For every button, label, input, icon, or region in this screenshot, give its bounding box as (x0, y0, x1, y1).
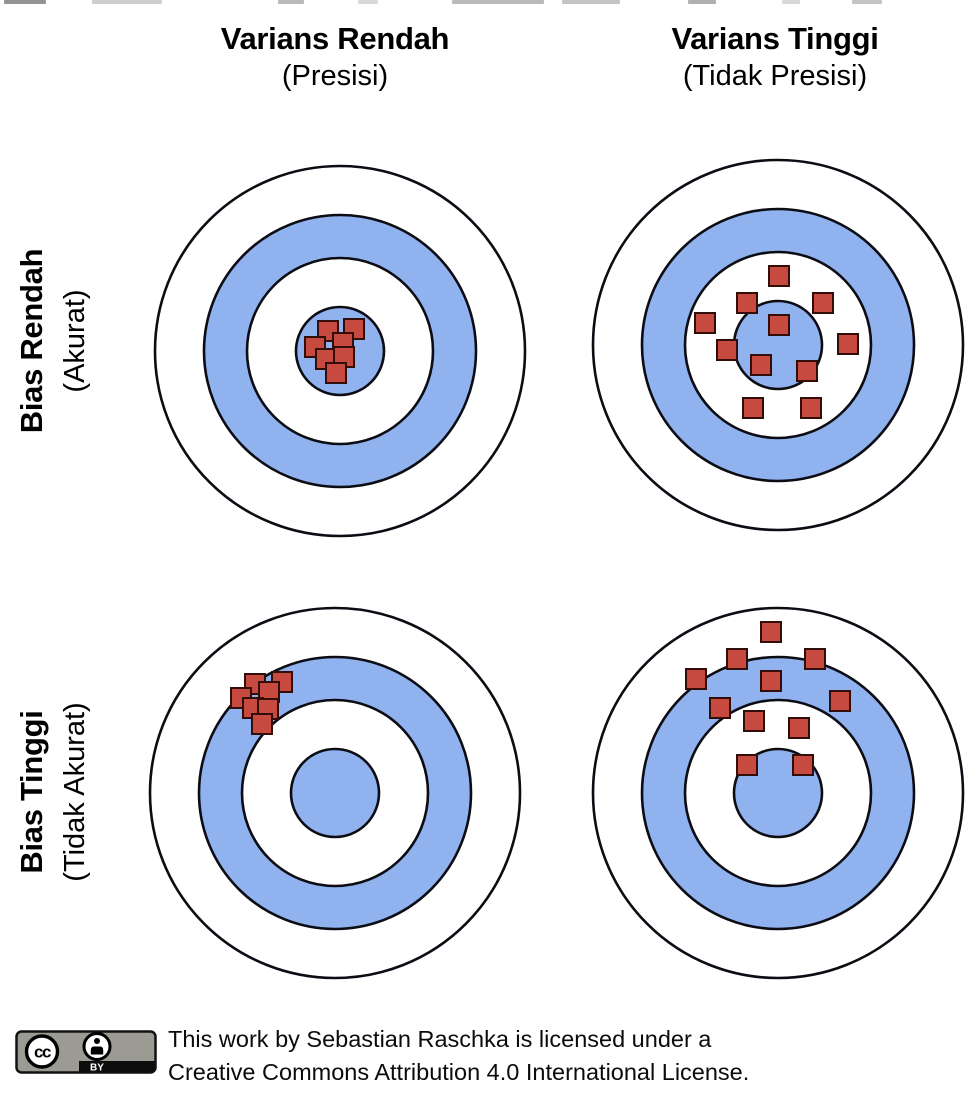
hit-marker (726, 648, 748, 670)
hit-marker (829, 690, 851, 712)
hit-marker (743, 710, 765, 732)
column-header-low-variance: Varians Rendah (Presisi) (175, 20, 495, 95)
target-low-bias-high-variance (591, 158, 965, 532)
person-icon-head (94, 1038, 100, 1044)
hit-marker (804, 648, 826, 670)
target-high-bias-low-variance (148, 606, 522, 980)
hit-marker (685, 668, 707, 690)
badge-by-band (79, 1061, 156, 1072)
hit-marker (800, 397, 822, 419)
target-high-bias-high-variance (591, 606, 965, 980)
hit-marker (742, 397, 764, 419)
hit-marker (716, 339, 738, 361)
license-line-2: Creative Commons Attribution 4.0 Interna… (168, 1059, 750, 1085)
hit-marker (812, 292, 834, 314)
row-title-high-bias: Bias Tinggi (14, 710, 49, 874)
person-icon-body (90, 1046, 104, 1055)
hit-marker (760, 621, 782, 643)
column-title-low-variance: Varians Rendah (220, 21, 450, 56)
row-header-high-bias: Bias Tinggi (Tidak Akurat) (9, 670, 97, 914)
row-header-low-bias: Bias Rendah (Akurat) (9, 219, 97, 463)
hit-marker (837, 333, 859, 355)
license-line-1: This work by Sebastian Raschka is licens… (168, 1026, 712, 1052)
hit-marker (325, 362, 347, 384)
hit-marker (251, 713, 273, 735)
hit-marker (788, 717, 810, 739)
hit-marker (760, 670, 782, 692)
hit-marker (796, 360, 818, 382)
license-text: This work by Sebastian Raschka is licens… (168, 1023, 749, 1089)
hit-marker (768, 265, 790, 287)
target-ring (289, 747, 381, 839)
column-subtitle-high-variance: (Tidak Presisi) (682, 60, 868, 92)
row-title-low-bias: Bias Rendah (14, 248, 49, 434)
row-subtitle-low-bias: (Akurat) (59, 289, 91, 393)
hit-marker (750, 354, 772, 376)
row-subtitle-high-bias: (Tidak Akurat) (59, 702, 91, 882)
hit-marker (694, 312, 716, 334)
cc-icon-letters: cc (34, 1043, 51, 1062)
hit-marker (736, 754, 758, 776)
column-title-high-variance: Varians Tinggi (671, 21, 879, 56)
target-low-bias-low-variance (153, 164, 527, 538)
by-label: BY (90, 1063, 104, 1074)
hit-marker (768, 314, 790, 336)
column-subtitle-low-variance: (Presisi) (281, 60, 389, 92)
hit-marker (792, 754, 814, 776)
cc-icon (24, 1034, 60, 1069)
hit-marker (736, 292, 758, 314)
cc-by-badge: cc BY (15, 1030, 157, 1074)
hit-marker (709, 697, 731, 719)
column-header-high-variance: Varians Tinggi (Tidak Presisi) (615, 20, 935, 95)
cropped-text-artifact (0, 0, 976, 6)
